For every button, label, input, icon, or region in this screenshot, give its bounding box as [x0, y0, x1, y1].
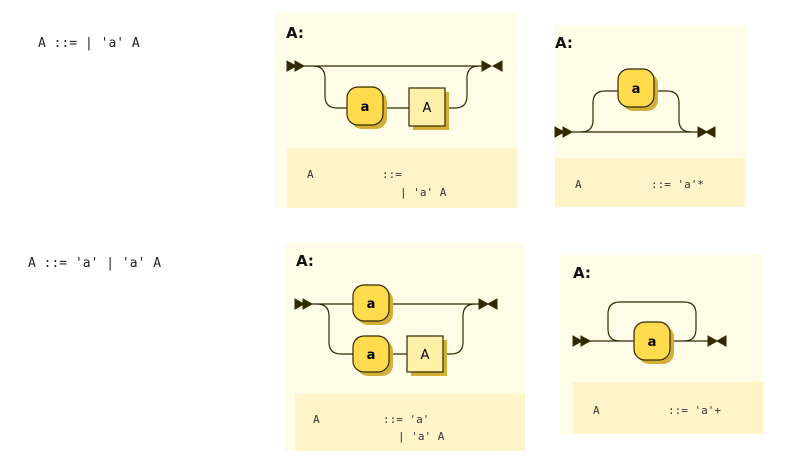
ebnf-line2: | 'a' A — [400, 186, 447, 199]
ebnf-box: A ::= 'a'+ — [573, 382, 763, 434]
ebnf-rule: ::= 'a'* — [651, 178, 704, 191]
terminal-label: a — [367, 348, 376, 363]
terminal-node-bottom: a — [352, 335, 393, 376]
terminal-node: a — [617, 68, 658, 111]
ebnf-name: A — [313, 413, 320, 426]
ebnf-box: A ::= 'a' | 'a' A — [295, 394, 525, 451]
nonterminal-node: A — [408, 87, 449, 130]
terminal-label: a — [367, 297, 376, 312]
railroad-diagram: a — [572, 301, 727, 364]
nonterminal-label: A — [423, 101, 432, 116]
terminal-node: a — [633, 321, 674, 364]
railroad-panel-row2-alt: A: a a A A ::= 'a' | 'a' A — [285, 243, 525, 451]
terminal-label: a — [361, 100, 370, 115]
diagram-title: A: — [296, 252, 314, 270]
terminal-label: a — [648, 335, 657, 350]
ebnf-box: A ::= | 'a' A — [287, 148, 517, 208]
diagram-title: A: — [286, 24, 304, 42]
ebnf-line1: ::= — [382, 168, 402, 181]
terminal-node: a — [346, 86, 387, 129]
ebnf-rule: ::= 'a'+ — [668, 404, 721, 417]
ebnf-box: A ::= 'a'* — [555, 158, 745, 207]
grammar-text-row2: A ::= 'a' | 'a' A — [28, 256, 162, 271]
nonterminal-node: A — [406, 335, 447, 376]
railroad-panel-row2-plus: A: a A ::= 'a'+ — [560, 254, 763, 434]
railroad-diagram: a a A — [294, 284, 498, 376]
ebnf-name: A — [307, 168, 314, 181]
railroad-panel-row1-star: A: a A ::= 'a'* — [554, 25, 745, 207]
ebnf-line1: ::= 'a' — [383, 413, 430, 426]
terminal-label: a — [632, 82, 641, 97]
nonterminal-label: A — [421, 348, 430, 363]
ebnf-line2: | 'a' A — [398, 430, 445, 443]
ebnf-name: A — [575, 178, 582, 191]
diagram-title: A: — [555, 34, 573, 52]
railroad-diagram: a — [554, 68, 716, 138]
railroad-panel-row1-alt: A: a A A ::= | 'a' A — [275, 12, 517, 208]
diagram-title: A: — [573, 264, 591, 282]
ebnf-name: A — [593, 404, 600, 417]
grammar-text-row1: A ::= | 'a' A — [38, 36, 140, 51]
terminal-node-top: a — [352, 284, 393, 325]
railroad-diagram: a A — [286, 60, 503, 130]
